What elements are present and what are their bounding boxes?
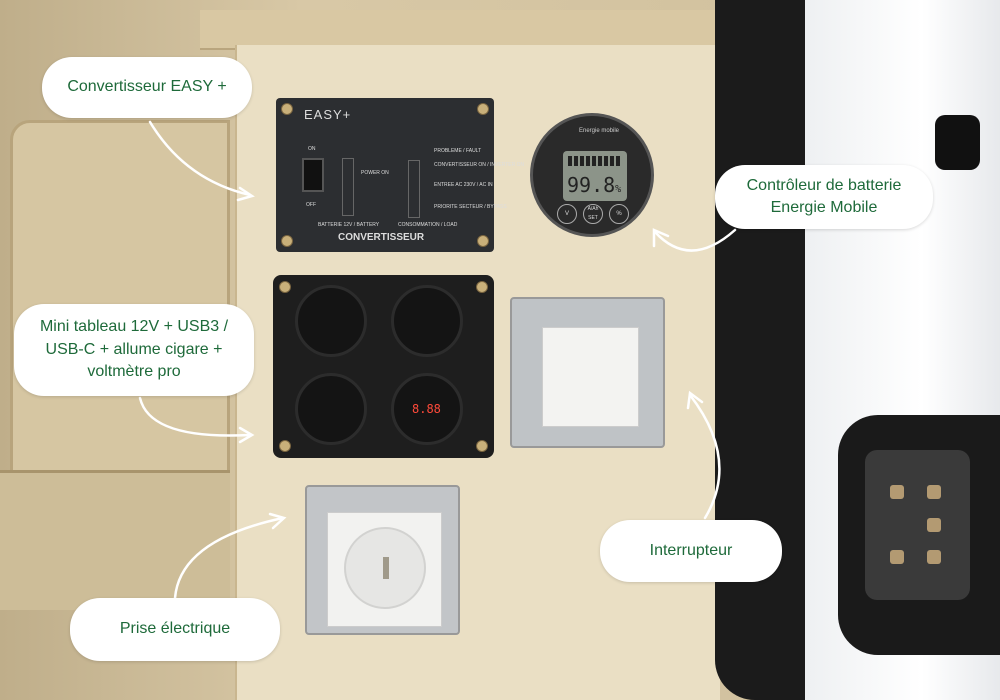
arrow-outlet <box>173 516 285 600</box>
door-bumper <box>935 115 980 170</box>
outlet-socket[interactable] <box>344 527 426 609</box>
voltmeter-reading: 8.88 <box>412 402 441 416</box>
battery-led-bar <box>342 158 354 216</box>
bypass-label: PRIORITE SECTEUR / BYPASS <box>434 204 507 210</box>
monitor-percent-button[interactable]: % <box>609 204 629 224</box>
switch-rocker[interactable] <box>542 327 639 427</box>
door-seal <box>715 0 810 700</box>
label-outlet: Prise électrique <box>70 598 280 661</box>
battery-label: BATTERIE 12V / BATTERY <box>318 222 380 228</box>
converter-panel: EASY+ ON OFF POWER ON PROBLEME / FAULT C… <box>276 98 524 252</box>
earth-pin <box>383 557 389 579</box>
voltmeter: 8.88 <box>391 373 463 445</box>
cigarette-lighter-socket[interactable] <box>391 285 463 357</box>
monitor-display: 99.8% <box>563 151 627 201</box>
rocker-switch[interactable] <box>295 373 367 445</box>
arrow-mini-panel <box>138 396 252 437</box>
load-led-bar <box>408 160 420 218</box>
monitor-set-button[interactable]: A/Ah SET <box>583 204 603 224</box>
battery-monitor: Energie mobile 99.8% V A/Ah SET % <box>530 113 654 237</box>
usb-socket[interactable] <box>295 285 367 357</box>
arrow-battery-monitor <box>653 228 737 252</box>
monitor-reading: 99.8% <box>567 173 622 197</box>
load-label: CONSOMMATION / LOAD <box>398 222 458 228</box>
on-label: ON <box>308 146 316 152</box>
light-switch <box>510 297 665 448</box>
label-mini-panel: Mini tableau 12V + USB3 /USB-C + allume … <box>14 304 254 396</box>
monitor-v-button[interactable]: V <box>557 204 577 224</box>
arrow-converter <box>148 120 252 197</box>
arrow-switch <box>688 393 721 520</box>
door-connector <box>865 450 970 600</box>
converter-brand: EASY+ <box>304 107 352 122</box>
label-switch: Interrupteur <box>600 520 782 582</box>
label-converter: Convertisseur EASY + <box>42 57 252 118</box>
converter-power-switch[interactable] <box>302 158 324 192</box>
mini-12v-panel: 8.88 <box>273 275 494 458</box>
fault-label: PROBLEME / FAULT <box>434 148 482 154</box>
inverter-label: CONVERTISSEUR ON / INVERTER ON <box>434 162 525 168</box>
power-outlet <box>305 485 460 635</box>
ac-in-label: ENTREE AC 230V / AC IN <box>434 182 493 188</box>
converter-title: CONVERTISSEUR <box>338 232 425 243</box>
battery-level-bar <box>568 156 620 166</box>
off-label: OFF <box>306 202 316 208</box>
outlet-faceplate <box>327 512 442 627</box>
monitor-brand: Energie mobile <box>579 128 620 134</box>
power-on-label: POWER ON <box>361 170 389 176</box>
cabinet-drawer <box>0 470 230 610</box>
